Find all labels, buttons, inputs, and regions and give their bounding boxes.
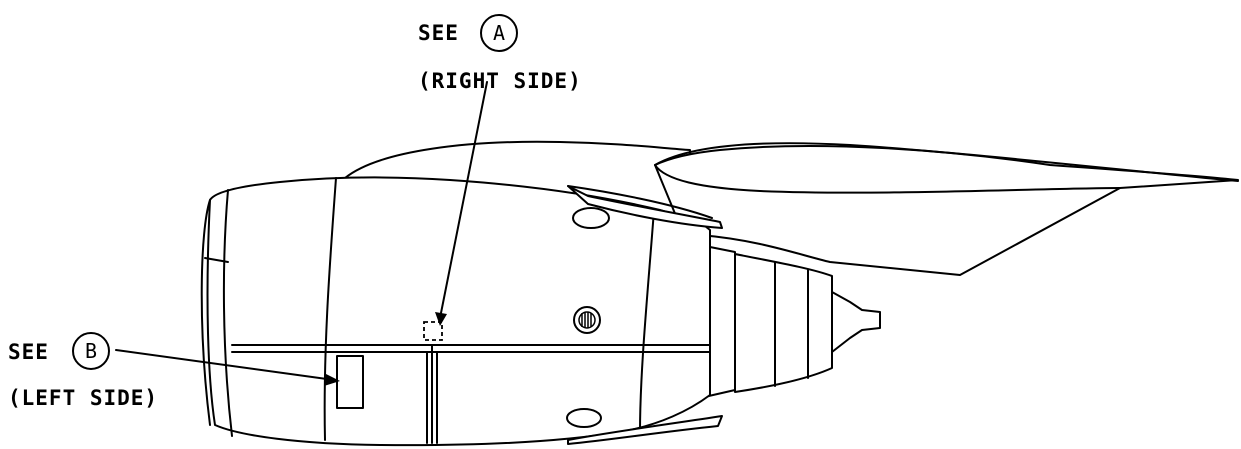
callout-a-letter: A — [493, 21, 505, 45]
leader-a — [435, 81, 488, 326]
callout-b-letter: B — [85, 339, 97, 363]
callout-a-circle — [480, 14, 518, 52]
nacelle-cowl — [200, 176, 711, 447]
upper-access-oval — [572, 207, 610, 229]
location-a-dashed-box — [423, 321, 443, 341]
callout-b-circle — [72, 332, 110, 370]
panel-b-rect — [336, 355, 364, 409]
callout-b-see: SEE — [8, 340, 49, 364]
vent-grille-icon — [573, 306, 601, 334]
callout-a: SEE A (RIGHT SIDE) — [418, 14, 582, 93]
lower-access-oval — [566, 408, 602, 428]
leader-b — [115, 349, 340, 386]
exhaust-core — [699, 244, 881, 399]
callout-a-side: (RIGHT SIDE) — [418, 69, 582, 93]
lower-fairing — [566, 408, 723, 445]
callout-b-side: (LEFT SIDE) — [8, 386, 158, 410]
upper-fairing — [567, 185, 723, 229]
callout-b: SEE B (LEFT SIDE) — [8, 332, 158, 410]
callout-a-see: SEE — [418, 21, 459, 45]
